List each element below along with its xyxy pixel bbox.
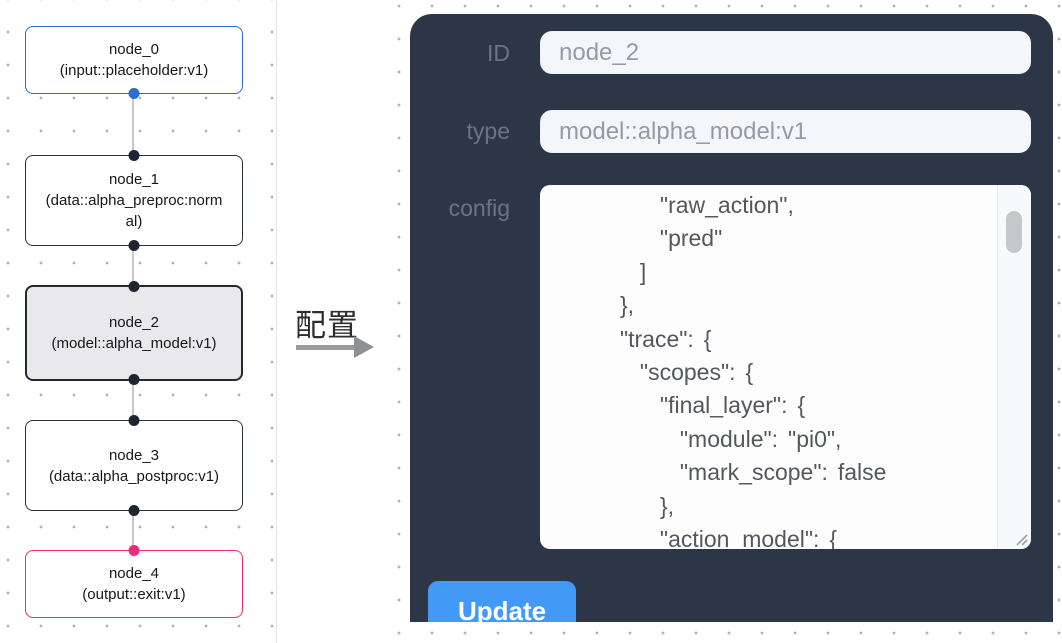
resize-grip-icon[interactable] [1014,532,1028,546]
config-json-content[interactable]: "raw_action", "pred" ] }, "trace": { "sc… [619,192,887,549]
configure-annotation: 配置 [280,300,400,360]
graph-node-node_4[interactable]: node_4(output::exit:v1) [25,545,243,618]
right-arrow-icon [296,345,354,350]
id-input[interactable] [540,31,1031,74]
type-input[interactable] [540,110,1031,153]
config-textarea[interactable]: "raw_action", "pred" ] }, "trace": { "sc… [540,185,1031,549]
right-arrow-head [354,336,374,358]
graph-node-node_0[interactable]: node_0(input::placeholder:v1) [25,26,243,99]
output-handle[interactable] [128,505,140,516]
graph-node-node_3[interactable]: node_3(data::alpha_postproc:v1) [25,415,243,516]
edge-node1-node2 [132,246,134,285]
node-label: node_4(output::exit:v1) [82,565,186,603]
config-scrollbar[interactable] [997,185,1031,549]
config-field-label: config [448,195,510,221]
node-config-panel: ID type config "raw_action", "pred" ] },… [410,14,1053,622]
update-button[interactable]: Update [428,581,576,622]
graph-node-node_2-selected[interactable]: node_2(model::alpha_model:v1) [25,281,243,385]
edge-node3-node4 [132,511,134,550]
node-label: node_2(model::alpha_model:v1) [51,314,217,352]
id-field-label: ID [487,40,510,66]
configure-label: 配置 [295,308,359,343]
input-handle[interactable] [128,150,140,161]
graph-canvas[interactable]: node_0(input::placeholder:v1) node_1(dat… [0,0,277,643]
graph-node-node_1[interactable]: node_1(data::alpha_preproc:normal) [25,150,243,251]
input-handle[interactable] [128,545,140,556]
edge-node0-node1 [132,94,134,155]
input-handle[interactable] [128,415,140,426]
type-field-label: type [466,118,510,144]
config-scrollbar-thumb[interactable] [1006,211,1022,253]
node-label: node_1(data::alpha_preproc:normal) [45,171,223,230]
edge-node2-node3 [132,381,134,420]
output-handle[interactable] [128,374,140,385]
output-handle[interactable] [128,240,140,251]
input-handle[interactable] [128,281,140,292]
output-handle[interactable] [128,88,140,99]
node-label: node_3(data::alpha_postproc:v1) [48,446,220,485]
node-label: node_0(input::placeholder:v1) [59,41,209,79]
